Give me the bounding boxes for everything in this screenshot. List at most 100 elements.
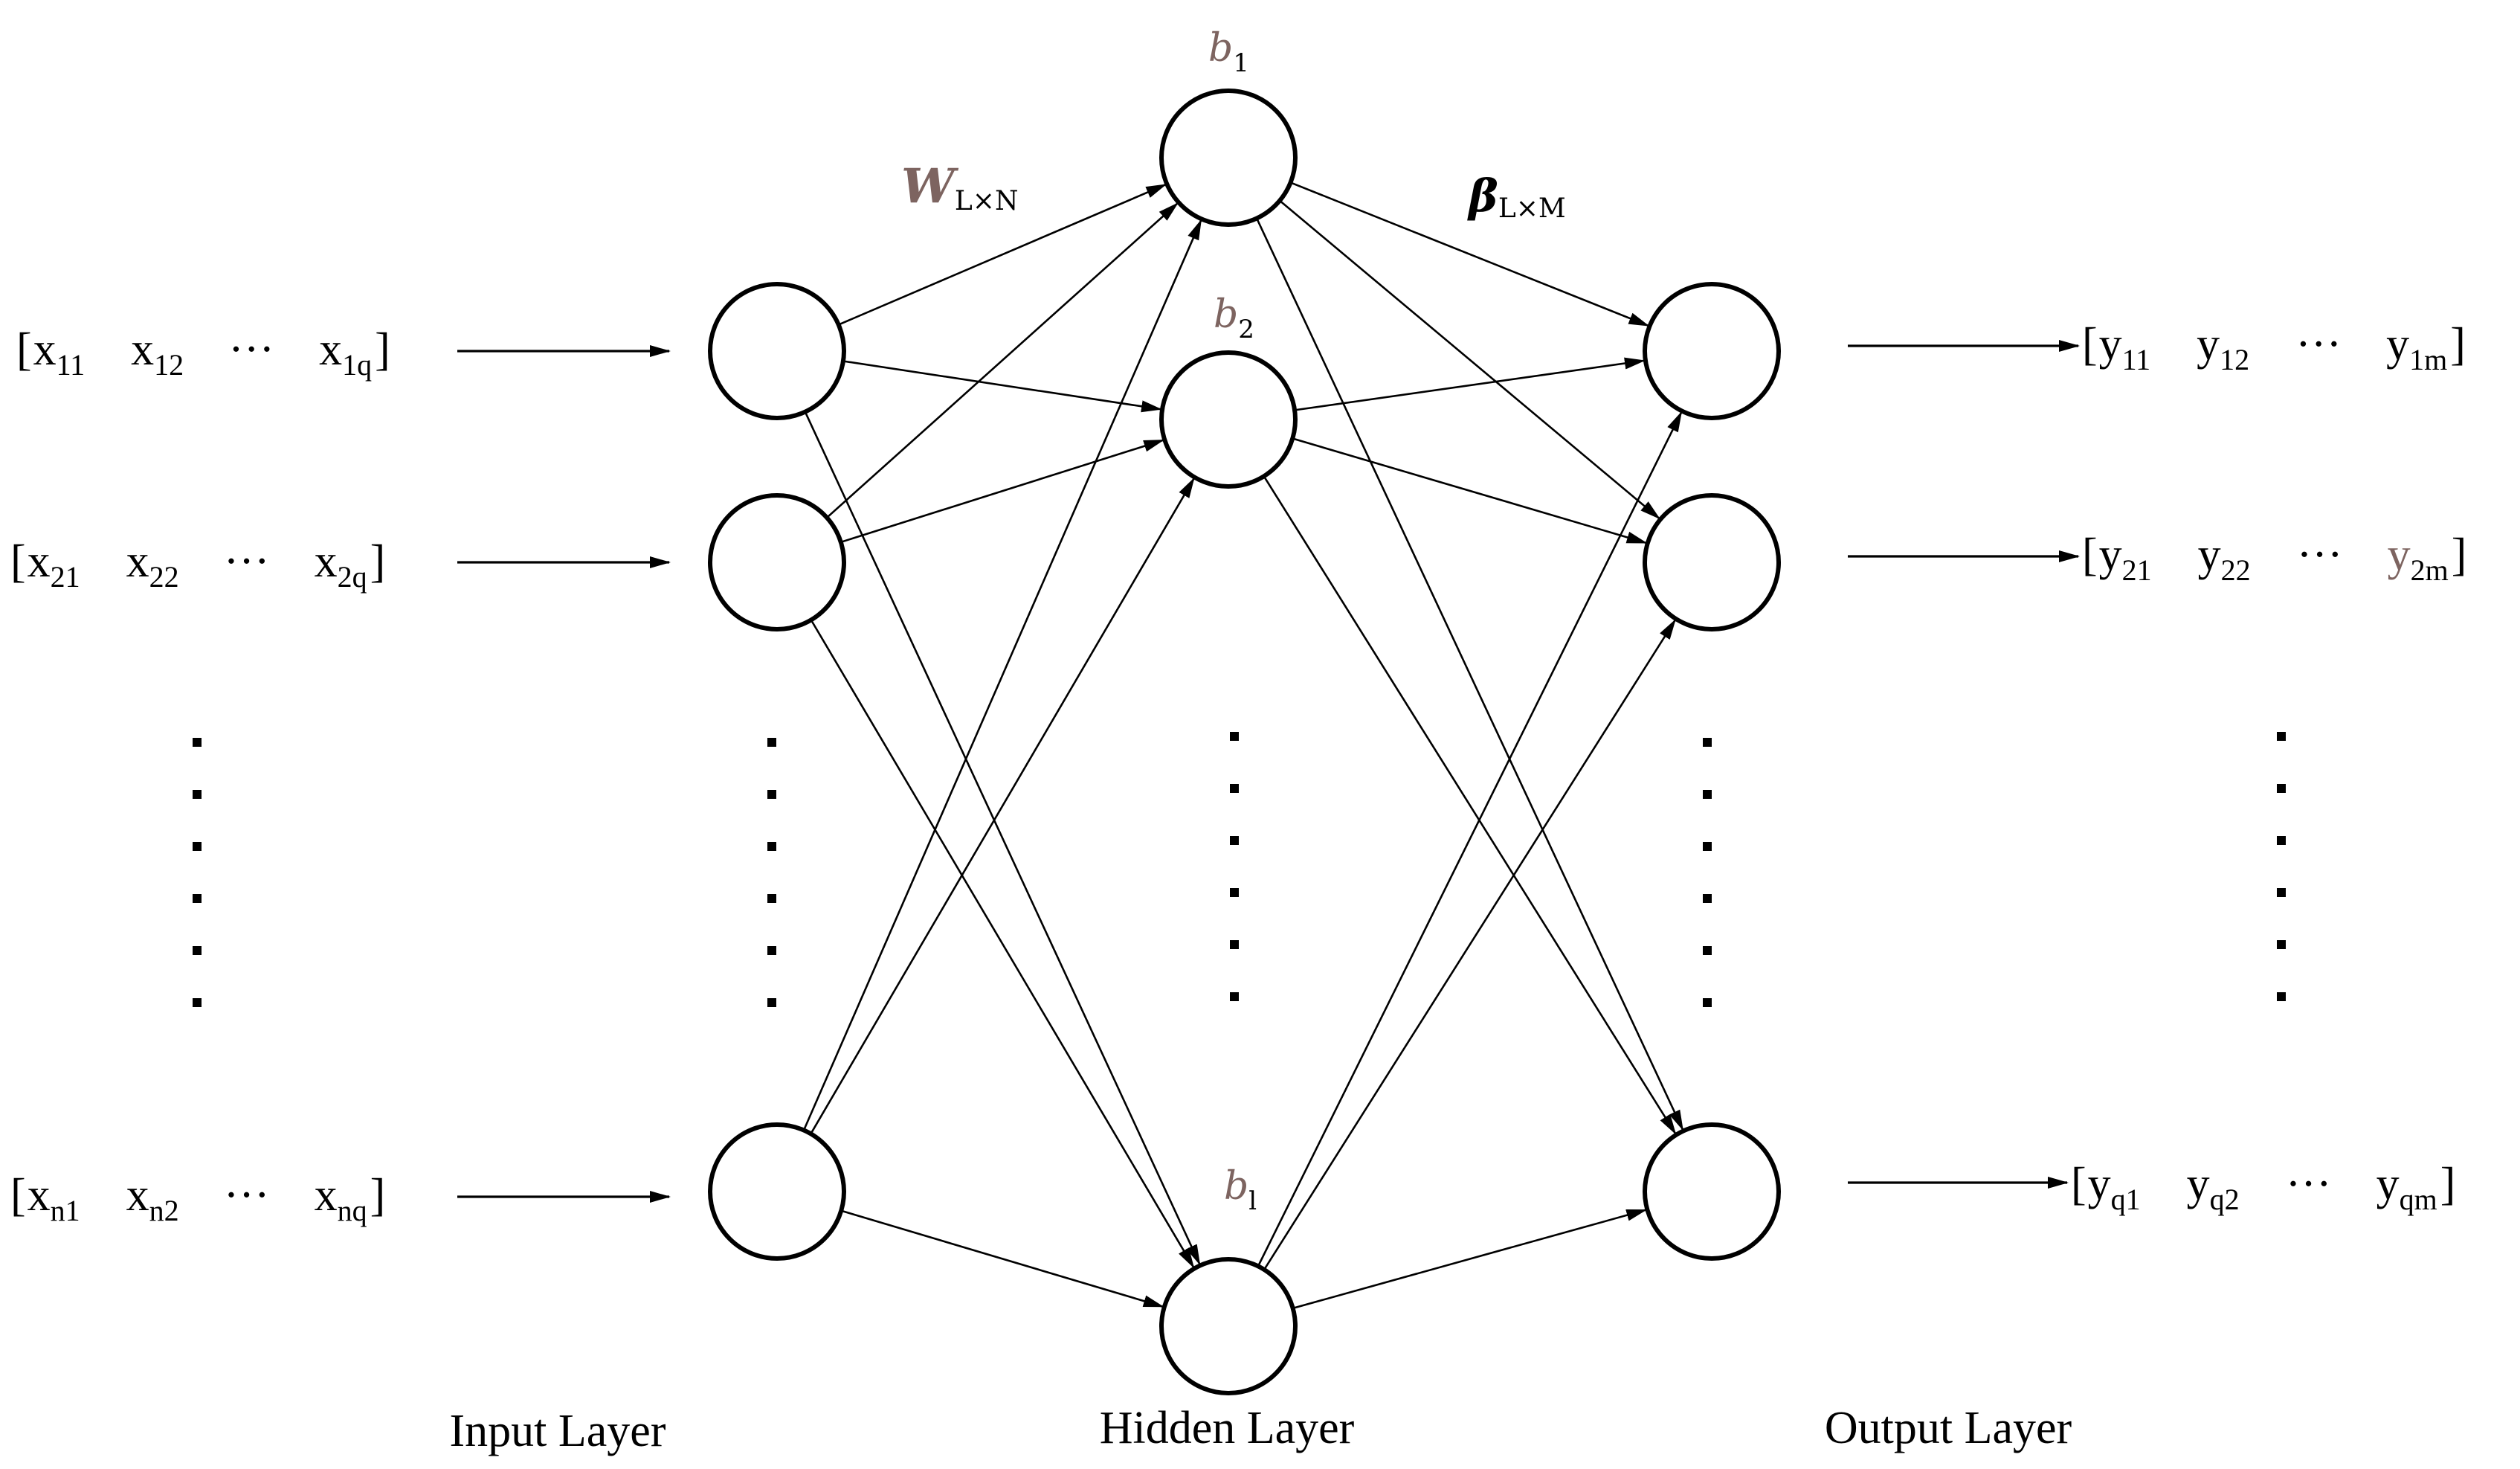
input-hidden-connection (810, 477, 1195, 1134)
bracket-close: ] (2452, 530, 2467, 580)
ellipsis-dot (1703, 790, 1712, 799)
hidden-output-connection (1263, 475, 1677, 1135)
ellipsis-dot (2277, 784, 2286, 793)
hidden-output-connection (1292, 1209, 1648, 1310)
ellipsis-dot (767, 946, 776, 955)
vector-term-sub: 21 (2122, 553, 2152, 587)
ellipsis-dot (193, 738, 202, 747)
hidden-output-connection (1279, 199, 1660, 520)
hidden-output-connection (1255, 217, 1684, 1131)
input-hidden-connection (842, 360, 1163, 413)
hidden-neuron (1159, 350, 1298, 489)
connections (802, 181, 1684, 1310)
weight-symbol: β (1467, 170, 1498, 222)
input-hidden-connection (802, 219, 1202, 1131)
hidden-output-connection (1292, 437, 1648, 544)
vector-term-base: y (2388, 530, 2411, 580)
vector-term-sub: 11 (57, 348, 86, 382)
ellipsis-term: ··· (228, 324, 274, 375)
input-hidden-connection (840, 439, 1165, 544)
input-neuron (708, 282, 846, 420)
ellipsis-dot (767, 738, 776, 747)
bias-label-2: b2 (1214, 292, 1254, 344)
vector-term-base: x (126, 536, 149, 587)
weight-label-input-hidden: WL×N (901, 158, 1018, 216)
hidden-output-connection (1290, 181, 1650, 327)
vector-term-sub: 1m (2409, 343, 2447, 376)
ellipsis-dot (193, 842, 202, 851)
bracket-close: ] (2440, 1159, 2456, 1209)
vector-term-sub: n1 (51, 1194, 80, 1227)
ellipsis-dot (2277, 992, 2286, 1001)
hidden-output-connection (1294, 357, 1646, 411)
bracket-open: [ (2071, 1159, 2086, 1209)
hidden-layer-label: Hidden Layer (1100, 1403, 1355, 1453)
input-vector-n: [xn1​xn2​···xnq​] (10, 1170, 385, 1227)
vector-term-base: y (2099, 319, 2122, 370)
vector-term-sub: q1 (2111, 1183, 2141, 1216)
ellipsis-dot (2277, 732, 2286, 741)
ellipsis-dot (1230, 992, 1239, 1001)
bracket-open: [ (10, 536, 26, 587)
vector-term-base: y (2376, 1159, 2400, 1209)
weight-symbol: W (901, 158, 959, 214)
bracket-close: ] (370, 1170, 386, 1221)
weight-sub: L×M (1498, 193, 1566, 224)
input-hidden-connection (826, 202, 1179, 518)
bias-base: b (1214, 292, 1238, 337)
ellipsis-term: ··· (2297, 530, 2343, 580)
input-neuron (708, 1122, 846, 1261)
vector-term-base: x (315, 536, 338, 587)
vector-term-sub: q2 (2210, 1183, 2240, 1216)
vector-term-sub: 12 (2220, 343, 2249, 376)
input-vector-1: [x11​x12​···x1q​] (16, 324, 390, 382)
input-hidden-connection (810, 619, 1195, 1269)
ellipsis-dot (193, 790, 202, 799)
ellipsis-dot (767, 842, 776, 851)
vector-term-sub: 22 (2221, 553, 2251, 587)
bracket-open: [ (16, 324, 32, 375)
vector-term-base: x (126, 1170, 149, 1221)
ellipsis-dot (2277, 940, 2286, 949)
ellipsis-dot (767, 998, 776, 1007)
ellipsis-term: ··· (224, 1170, 270, 1221)
ellipsis-dot (1230, 836, 1239, 845)
vector-term-sub: qm (2400, 1183, 2437, 1216)
io-arrows (457, 340, 2080, 1203)
output-neuron (1643, 282, 1781, 420)
output-vector-1: [y11​y12​···y1m​] (2082, 319, 2466, 376)
bias-sub: l (1248, 1186, 1257, 1216)
output-layer-label: Output Layer (1825, 1403, 2072, 1453)
vector-term-base: x (28, 1170, 51, 1221)
input-vector-2: [x21​x22​···x2q​] (10, 536, 385, 594)
ellipsis-dot (1230, 888, 1239, 897)
ellipsis-dot (767, 894, 776, 903)
ellipsis-dot (1703, 842, 1712, 851)
hidden-output-connection (1257, 411, 1683, 1267)
ellipsis-dot (1230, 940, 1239, 949)
bias-sub: 1 (1233, 48, 1249, 78)
vector-term-base: y (2197, 319, 2220, 370)
ellipsis-dot (1703, 998, 1712, 1007)
bracket-open: [ (2082, 319, 2098, 370)
vector-term-base: y (2088, 1159, 2111, 1209)
bracket-close: ] (375, 324, 390, 375)
vector-term-sub: 21 (51, 560, 80, 594)
vector-term-sub: n2 (149, 1194, 179, 1227)
hidden-output-connection (1263, 619, 1676, 1270)
ellipsis-dot (1230, 732, 1239, 741)
vector-term-sub: 12 (154, 348, 184, 382)
ellipsis-dot (193, 998, 202, 1007)
ellipsis-term: ··· (2286, 1159, 2332, 1209)
vector-term-base: x (319, 324, 342, 375)
hidden-neuron (1159, 1257, 1298, 1395)
ellipsis-term: ··· (2295, 319, 2342, 370)
ellipsis-dot (2277, 888, 2286, 897)
input-hidden-connection (838, 184, 1167, 326)
bias-base: b (1208, 26, 1233, 71)
vector-term-sub: 2m (2411, 553, 2449, 587)
ellipsis-term: ··· (224, 536, 270, 587)
input-hidden-connection (840, 1209, 1164, 1308)
bias-sub: 2 (1238, 315, 1254, 344)
input-layer-label: Input Layer (450, 1406, 666, 1456)
